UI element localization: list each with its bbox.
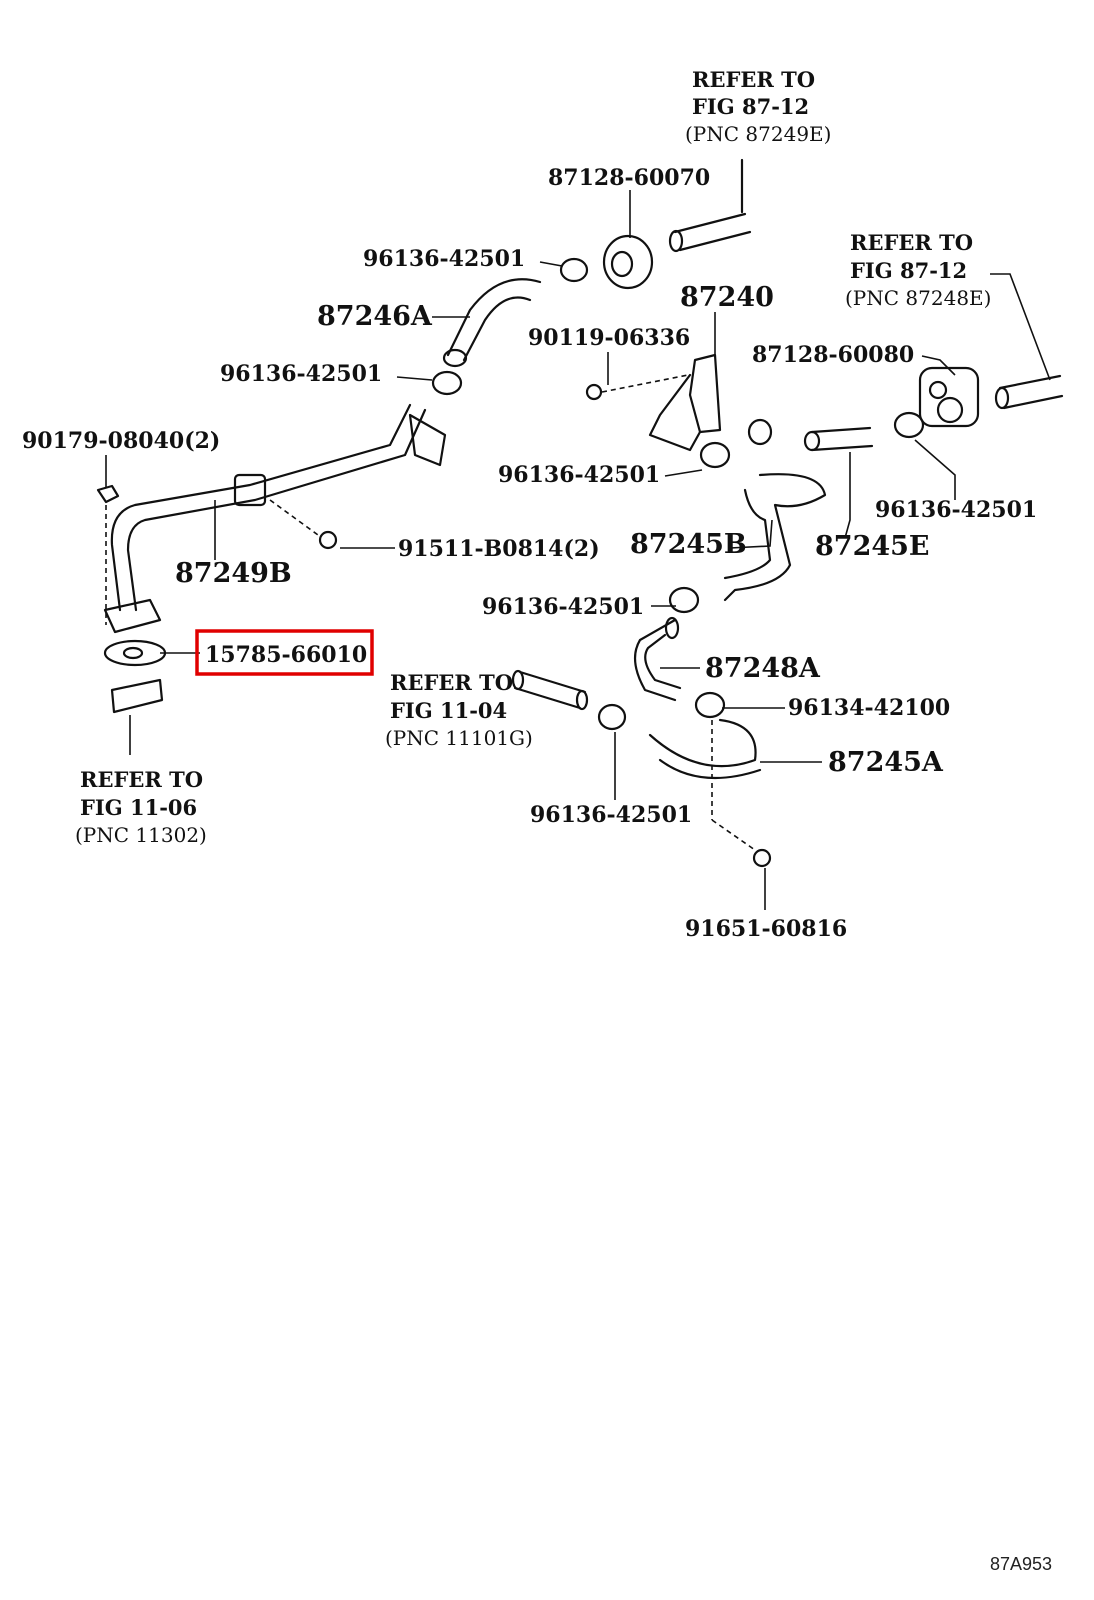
clamp-right xyxy=(893,411,925,439)
hose-87245b xyxy=(723,473,827,602)
ref-line: FIG 87-12 xyxy=(692,94,809,119)
clamp-left xyxy=(431,370,463,396)
label-87248a[interactable]: 87248A xyxy=(705,653,821,684)
pipe-branch xyxy=(408,413,447,467)
pipe-87249e xyxy=(673,158,752,252)
label-87245a[interactable]: 87245A xyxy=(828,747,944,778)
label-96136-42501-a[interactable]: 96136-42501 xyxy=(363,246,525,272)
figure-code: 87A953 xyxy=(990,1554,1052,1574)
label-87249b[interactable]: 87249B xyxy=(175,558,292,589)
pipe-87248a xyxy=(633,618,682,702)
bolt-91651 xyxy=(752,848,772,868)
ref-line: FIG 11-06 xyxy=(80,795,197,820)
hose-87246a xyxy=(446,278,542,362)
leader-lines xyxy=(105,190,1051,910)
gasket-15785-66010 xyxy=(103,639,167,667)
ref-fig-11-04[interactable]: REFER TO FIG 11-04 (PNC 11101G) xyxy=(385,670,533,750)
clamp-96134 xyxy=(694,691,726,719)
hose-87245a xyxy=(648,718,762,780)
pipe-end xyxy=(668,229,684,253)
label-91651-60816[interactable]: 91651-60816 xyxy=(685,916,847,942)
label-87240[interactable]: 87240 xyxy=(680,282,774,313)
clamp-bottom xyxy=(597,703,627,731)
ref-pnc: (PNC 11101G) xyxy=(385,726,533,750)
bolt-90119 xyxy=(585,383,603,401)
label-15785-66010[interactable]: 15785-66010 xyxy=(205,642,367,668)
pipe-end xyxy=(511,669,525,691)
bracket-87240 xyxy=(648,353,722,452)
ref-line: REFER TO xyxy=(390,670,513,695)
label-96136-42501-b[interactable]: 96136-42501 xyxy=(220,361,382,387)
clamp-87240 xyxy=(699,441,731,469)
hose-end xyxy=(442,348,468,368)
clamp-mid xyxy=(747,418,773,446)
label-87128-60070[interactable]: 87128-60070 xyxy=(548,165,710,191)
ref-fig-87-12-b[interactable]: REFER TO FIG 87-12 (PNC 87248E) xyxy=(845,230,991,310)
pipe-87249b xyxy=(110,403,427,612)
grommet-87128-60070 xyxy=(602,234,654,290)
label-96136-42501-c[interactable]: 96136-42501 xyxy=(498,462,660,488)
grommet-hole-b xyxy=(936,396,964,424)
pipe-end xyxy=(575,689,589,711)
gasket-hole xyxy=(122,646,144,660)
hose-end xyxy=(803,430,821,452)
ref-pnc: (PNC 87248E) xyxy=(845,286,991,310)
ref-line: FIG 11-04 xyxy=(390,698,507,723)
pipe-end xyxy=(664,616,680,640)
ref-line: REFER TO xyxy=(692,67,815,92)
bolt-91511 xyxy=(318,530,338,550)
clamp-top xyxy=(559,257,589,283)
hose-87245e xyxy=(810,426,874,452)
label-96136-42501-f[interactable]: 96136-42501 xyxy=(530,802,692,828)
ref-pnc: (PNC 87249E) xyxy=(685,122,831,146)
dashed-lines xyxy=(105,374,756,851)
part-drawings xyxy=(96,158,1064,868)
ref-line: REFER TO xyxy=(80,767,203,792)
grommet-hole-a xyxy=(928,380,948,400)
part-labels: 87128-60070 96136-42501 87246A 96136-425… xyxy=(22,165,1037,942)
label-87245e[interactable]: 87245E xyxy=(815,531,930,562)
label-96136-42501-d[interactable]: 96136-42501 xyxy=(875,497,1037,523)
pipe-11-04 xyxy=(513,670,587,710)
label-87245b[interactable]: 87245B xyxy=(630,529,747,560)
label-90119-06336[interactable]: 90119-06336 xyxy=(528,325,690,351)
nut-90179 xyxy=(96,484,120,504)
highlight-box xyxy=(195,629,374,676)
label-87246a[interactable]: 87246A xyxy=(317,301,433,332)
pipe-flange xyxy=(103,598,162,634)
clamp-lower xyxy=(668,586,700,614)
label-87128-60080[interactable]: 87128-60080 xyxy=(752,342,914,368)
pipe-87248e xyxy=(998,374,1064,410)
pipe-bracket xyxy=(233,473,267,507)
label-96134-42100[interactable]: 96134-42100 xyxy=(788,695,950,721)
ref-line: FIG 87-12 xyxy=(850,258,967,283)
grommet-hole xyxy=(610,250,634,278)
label-91511-b0814[interactable]: 91511-B0814(2) xyxy=(398,536,600,562)
ref-fig-87-12-a[interactable]: REFER TO FIG 87-12 (PNC 87249E) xyxy=(685,67,831,146)
reference-notes: REFER TO FIG 87-12 (PNC 87249E) REFER TO… xyxy=(75,67,991,847)
ref-fig-11-06[interactable]: REFER TO FIG 11-06 (PNC 11302) xyxy=(75,767,207,847)
pipe-end xyxy=(994,386,1010,410)
ref-line: REFER TO xyxy=(850,230,973,255)
label-96136-42501-e[interactable]: 96136-42501 xyxy=(482,594,644,620)
ref-pnc: (PNC 11302) xyxy=(75,823,207,847)
flange-11-06 xyxy=(110,678,164,714)
label-90179-08040[interactable]: 90179-08040(2) xyxy=(22,428,220,454)
